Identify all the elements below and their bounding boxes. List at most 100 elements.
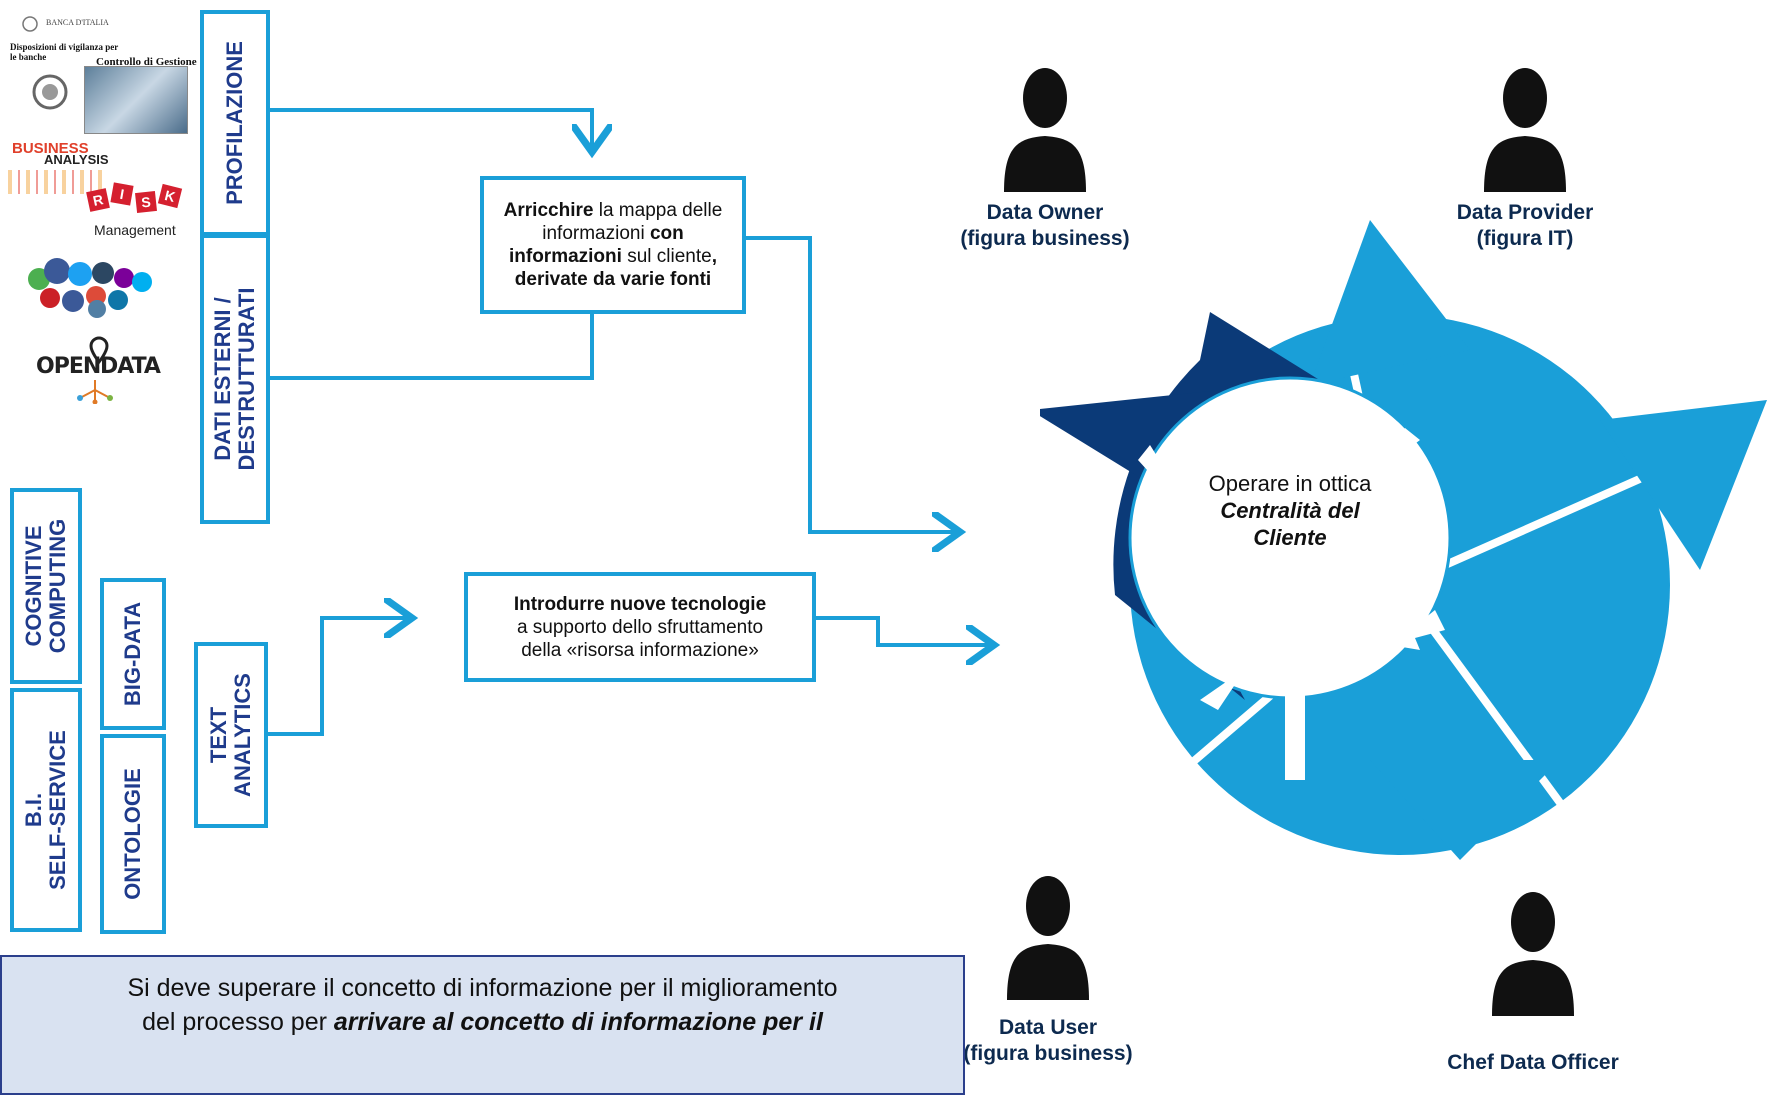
center-line-1: Operare in ottica <box>1208 471 1372 496</box>
introdurre-line-3: della «risorsa informazione» <box>521 639 759 661</box>
conclusion-note: Si deve superare il concetto di informaz… <box>0 955 965 1095</box>
arricchire-bold-3: informazioni <box>508 246 622 267</box>
cycle-arrowhead-bottom <box>1370 760 1560 860</box>
open-data-open: OPEN <box>36 354 101 379</box>
box-ontologie: ONTOLOGIE <box>100 734 166 934</box>
cdg-title: Controllo di Gestione <box>96 56 197 68</box>
note-line-1: Si deve superare il concetto di informaz… <box>127 974 838 1002</box>
center-line-3: Cliente <box>1253 525 1327 550</box>
inward-arrow <box>1272 655 1318 780</box>
cycle-arrowhead-top <box>1310 220 1470 385</box>
label-profilazione: PROFILAZIONE <box>222 41 247 205</box>
label-line: DATI ESTERNI / <box>210 297 235 461</box>
arricchire-line-1: Arricchire la mappa delle <box>504 199 723 222</box>
role-name: Data Owner <box>986 201 1104 224</box>
label-line: COGNITIVE <box>21 525 46 647</box>
pin-icon <box>89 336 109 365</box>
label-dati-esterni: DATI ESTERNI / DESTRUTTURATI <box>210 287 259 471</box>
arricchire-line-2: informazioni con <box>542 222 684 245</box>
social-icon <box>40 288 60 308</box>
arricchire-line-3: informazioni sul cliente, <box>509 245 717 268</box>
inward-arrow <box>1390 610 1445 650</box>
inward-arrow <box>1135 532 1190 578</box>
arricchire-bold-2: con <box>644 223 684 244</box>
open-data-logo: OPEN DATA <box>36 336 161 406</box>
introdurre-line-2: a supporto dello sfruttamento <box>516 616 764 638</box>
circuit-icon <box>77 380 113 404</box>
center-text: Operare in ottica Centralità del Cliente <box>1180 470 1400 551</box>
open-data-data: DATA <box>100 354 161 379</box>
cycle-arrowhead-right <box>1600 400 1767 570</box>
doc-title: Disposizioni di vigilanza per le banche <box>10 42 119 62</box>
social-icon <box>108 290 128 310</box>
connector-dati-esterni <box>268 290 592 380</box>
social-icon <box>62 290 84 312</box>
arricchire-text-2: informazioni <box>542 223 645 244</box>
word-business: BUSINESS <box>12 140 89 157</box>
person-icon-provider <box>1484 68 1566 192</box>
role-desc: (figura business) <box>963 1042 1133 1065</box>
label-data-provider: Data Provider (figura IT) <box>1395 200 1655 252</box>
label-line: B.I. <box>21 792 46 828</box>
inward-arrow <box>1200 660 1252 710</box>
arricchire-bold-1: Arricchire <box>503 200 594 221</box>
box-introdurre: Introdurre nuove tecnologie a supporto d… <box>464 572 816 682</box>
bank-emblem-icon <box>22 16 38 32</box>
label-big-data: BIG-DATA <box>120 601 145 707</box>
connector-arricchire-center <box>745 236 956 532</box>
center-line-2: Centralità del <box>1220 498 1360 523</box>
connector-text-analytics <box>242 618 408 736</box>
social-icon <box>44 258 70 284</box>
box-bi-self-service: B.I. SELF-SERVICE <box>10 688 82 932</box>
person-icon-owner <box>1004 68 1086 192</box>
label-text-analytics: TEXT ANALYTICS <box>206 673 255 797</box>
bank-name: BANCA D'ITALIA <box>46 18 109 27</box>
person-icon-cdo <box>1492 892 1574 1016</box>
connector-introdurre-center <box>815 616 990 645</box>
box-cognitive-computing: COGNITIVE COMPUTING <box>10 488 82 684</box>
label-ontologie: ONTOLOGIE <box>120 768 145 900</box>
cycle-diagram <box>1040 220 1767 860</box>
box-profilazione: PROFILAZIONE <box>200 10 270 236</box>
note-line-2: del processo per arrivare al concetto di… <box>2 1005 963 1039</box>
label-line: DESTRUTTURATI <box>234 287 259 471</box>
label-line: COMPUTING <box>45 518 70 654</box>
label-data-user: Data User (figura business) <box>918 1015 1178 1067</box>
label-bi-self-service: B.I. SELF-SERVICE <box>21 730 70 890</box>
label-line: SELF-SERVICE <box>45 730 70 890</box>
arricchire-text-1: la mappa delle <box>593 200 723 221</box>
label-line: TEXT <box>206 706 231 764</box>
role-name: Data User <box>998 1016 1098 1039</box>
bank-seal-icon <box>32 74 68 110</box>
connector-profilazione <box>268 108 592 148</box>
role-name: Data Provider <box>1456 201 1594 224</box>
box-dati-esterni: DATI ESTERNI / DESTRUTTURATI <box>200 234 270 524</box>
inward-arrow <box>1358 428 1420 482</box>
social-icon <box>68 262 92 286</box>
box-text-analytics: TEXT ANALYTICS <box>194 642 268 828</box>
label-chef-data-officer: Chef Data Officer <box>1403 1050 1663 1076</box>
label-line: ANALYTICS <box>230 673 255 797</box>
role-desc: (figura business) <box>960 227 1130 250</box>
logo-banca-italia: BANCA D'ITALIA Disposizioni di vigilanza… <box>10 8 197 68</box>
note-text-2: del processo per <box>142 1008 334 1036</box>
arricchire-bold-4: derivate da varie fonti <box>514 269 712 290</box>
risk-management-label: Management <box>94 222 176 238</box>
introdurre-line-1: Introdurre nuove tecnologie <box>514 593 766 616</box>
word-analysis: ANALYSIS <box>44 152 109 167</box>
social-icon <box>114 268 134 288</box>
box-arricchire: Arricchire la mappa delle informazioni c… <box>480 176 746 314</box>
social-icon <box>92 262 114 284</box>
arricchire-line-4: derivate da varie fonti <box>515 268 711 291</box>
label-cognitive-computing: COGNITIVE COMPUTING <box>21 518 70 654</box>
label-data-owner: Data Owner (figura business) <box>915 200 1175 252</box>
arricchire-text-3: sul cliente <box>621 246 712 267</box>
cdg-photo <box>84 66 188 134</box>
box-big-data: BIG-DATA <box>100 578 166 730</box>
role-name: Chef Data Officer <box>1447 1051 1619 1074</box>
arricchire-comma: , <box>711 246 717 267</box>
role-desc: (figura IT) <box>1476 227 1574 250</box>
person-icon-user <box>1007 876 1089 1000</box>
inward-arrows <box>1135 428 1445 780</box>
